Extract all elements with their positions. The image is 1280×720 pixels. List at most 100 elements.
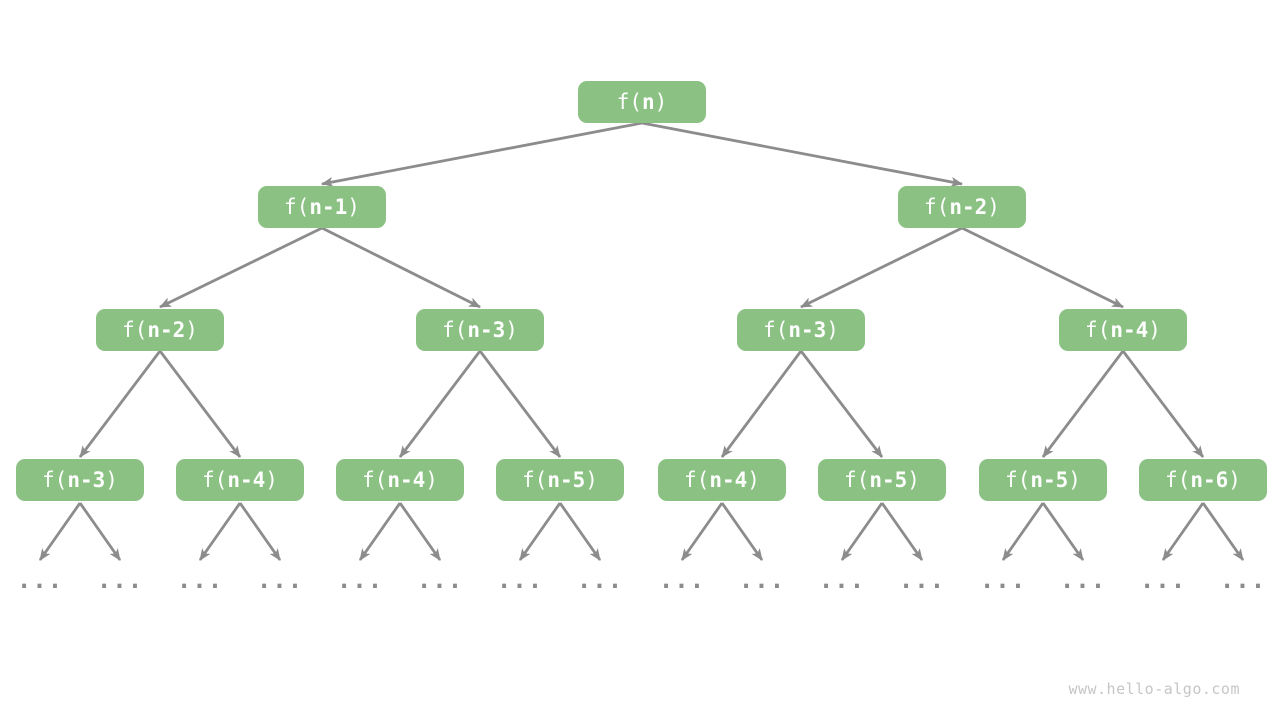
node-label-prefix: f( <box>42 468 68 492</box>
ellipsis-dots: ... <box>1059 566 1107 594</box>
node-label-argument: n-6 <box>1190 468 1229 492</box>
tree-node-f-n-5: f(n-5) <box>979 459 1107 501</box>
ellipsis-dots: ... <box>96 566 144 594</box>
tree-node-f-n-4: f(n-4) <box>336 459 464 501</box>
node-label-argument: n-3 <box>788 318 827 342</box>
watermark-text: www.hello-algo.com <box>1068 680 1240 698</box>
tree-node-f-n-3: f(n-3) <box>737 309 865 351</box>
tree-node-f-n-6: f(n-6) <box>1139 459 1267 501</box>
node-label-prefix: f( <box>284 195 310 219</box>
node-label-prefix: f( <box>122 318 148 342</box>
node-label-suffix: ) <box>347 195 360 219</box>
tree-node-f-n-3: f(n-3) <box>416 309 544 351</box>
tree-edge-arrow <box>358 502 402 561</box>
tree-edge-arrow <box>238 502 282 561</box>
tree-edge-arrow <box>38 502 82 561</box>
ellipsis-dots: ... <box>576 566 624 594</box>
node-label-suffix: ) <box>1228 468 1241 492</box>
node-label-prefix: f( <box>522 468 548 492</box>
node-label-argument: n-4 <box>227 468 266 492</box>
tree-edge-arrow <box>840 502 884 561</box>
node-label-prefix: f( <box>1005 468 1031 492</box>
ellipsis-dots: ... <box>818 566 866 594</box>
tree-edge-arrow <box>880 502 924 561</box>
node-label-argument: n-4 <box>1110 318 1149 342</box>
node-label-prefix: f( <box>202 468 228 492</box>
tree-node-f-n-2: f(n-2) <box>898 186 1026 228</box>
ellipsis-dots: ... <box>738 566 786 594</box>
node-label-argument: n-2 <box>949 195 988 219</box>
node-label-suffix: ) <box>654 90 668 114</box>
tree-edge-arrow <box>198 502 242 561</box>
node-label-suffix: ) <box>185 318 198 342</box>
tree-edge-arrow <box>800 226 963 309</box>
tree-node-f-n-2: f(n-2) <box>96 309 224 351</box>
ellipsis-dots: ... <box>416 566 464 594</box>
node-label-prefix: f( <box>442 318 468 342</box>
node-label-argument: n-2 <box>147 318 186 342</box>
tree-node-f-n-5: f(n-5) <box>496 459 624 501</box>
node-label-prefix: f( <box>616 90 642 114</box>
ellipsis-dots: ... <box>256 566 304 594</box>
tree-node-f-n-3: f(n-3) <box>16 459 144 501</box>
node-label-suffix: ) <box>505 318 518 342</box>
node-label-suffix: ) <box>1068 468 1081 492</box>
ellipsis-dots: ... <box>336 566 384 594</box>
node-label-prefix: f( <box>763 318 789 342</box>
node-label-argument: n-5 <box>869 468 908 492</box>
node-label-argument: n-4 <box>709 468 748 492</box>
node-label-suffix: ) <box>425 468 438 492</box>
tree-edge-arrow <box>1161 502 1205 561</box>
node-label-argument: n-3 <box>67 468 106 492</box>
node-label-argument: n <box>641 90 655 114</box>
tree-edge-arrow <box>158 350 242 458</box>
edge-lines-group <box>38 121 1245 561</box>
tree-edge-arrow <box>799 350 884 458</box>
node-label-suffix: ) <box>265 468 278 492</box>
tree-edge-arrow <box>1201 502 1245 561</box>
tree-node-f-n-1: f(n-1) <box>258 186 386 228</box>
tree-edge-arrow <box>1121 350 1205 458</box>
ellipsis-dots: ... <box>658 566 706 594</box>
tree-node-f-n-4: f(n-4) <box>658 459 786 501</box>
node-label-argument: n-3 <box>467 318 506 342</box>
tree-edge-arrow <box>321 226 481 309</box>
node-label-argument: n-1 <box>309 195 348 219</box>
node-label-argument: n-4 <box>387 468 426 492</box>
tree-edge-arrow <box>1041 350 1125 458</box>
ellipsis-dots: ... <box>16 566 64 594</box>
tree-edge-arrow <box>680 502 724 561</box>
tree-edge-arrow <box>321 121 643 187</box>
node-label-suffix: ) <box>826 318 839 342</box>
node-label-prefix: f( <box>924 195 950 219</box>
node-label-argument: n-5 <box>547 468 586 492</box>
node-label-prefix: f( <box>362 468 388 492</box>
ellipsis-dots: ... <box>1139 566 1187 594</box>
ellipsis-dots: ... <box>496 566 544 594</box>
ellipsis-dots: ... <box>979 566 1027 594</box>
node-label-argument: n-5 <box>1030 468 1069 492</box>
node-label-suffix: ) <box>105 468 118 492</box>
tree-edge-arrow <box>961 226 1124 309</box>
tree-edge-arrow <box>558 502 602 561</box>
tree-edge-arrow <box>159 226 323 309</box>
node-label-prefix: f( <box>1165 468 1191 492</box>
tree-edge-arrow <box>720 502 764 561</box>
tree-node-f-n-4: f(n-4) <box>176 459 304 501</box>
node-label-suffix: ) <box>1148 318 1161 342</box>
tree-edge-arrow <box>641 121 963 187</box>
tree-edge-arrow <box>478 350 562 458</box>
ellipsis-dots: ... <box>898 566 946 594</box>
node-label-suffix: ) <box>987 195 1000 219</box>
tree-edge-arrow <box>398 350 482 458</box>
ellipsis-dots: ... <box>176 566 224 594</box>
node-label-suffix: ) <box>907 468 920 492</box>
tree-edge-arrow <box>1041 502 1085 561</box>
tree-edge-arrow <box>398 502 442 561</box>
node-label-prefix: f( <box>684 468 710 492</box>
node-label-prefix: f( <box>1085 318 1111 342</box>
tree-edge-arrow <box>78 502 122 561</box>
tree-edge-arrow <box>518 502 562 561</box>
